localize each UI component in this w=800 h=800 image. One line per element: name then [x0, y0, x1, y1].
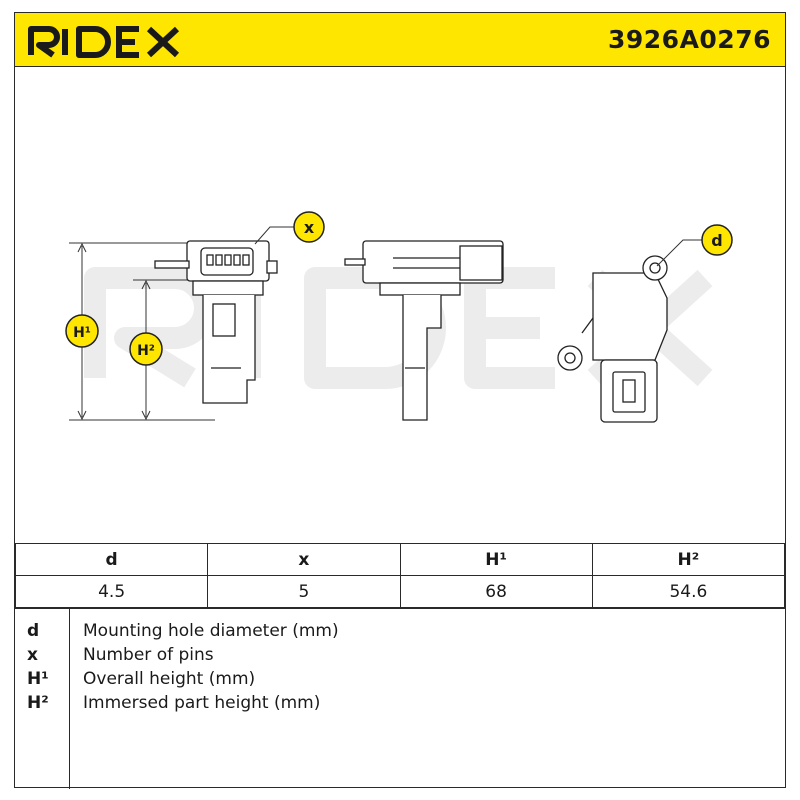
callout-d-badge — [701, 224, 733, 256]
legend-item: x Number of pins — [15, 645, 785, 669]
legend-divider — [69, 609, 70, 789]
ridex-logo — [28, 26, 180, 58]
dim-header-h2: H² — [591, 543, 786, 576]
dim-header-d: d — [14, 543, 209, 576]
sensor-front-view — [154, 240, 278, 404]
legend-section: d Mounting hole diameter (mm) x Number o… — [15, 608, 785, 789]
legend-symbol: x — [27, 645, 38, 665]
dim-header-h1: H¹ — [399, 543, 593, 576]
legend-symbol: H¹ — [27, 669, 49, 689]
datasheet-frame: 3926A0276 — [14, 12, 786, 789]
dimensions-header-row: d x H¹ H² — [14, 543, 786, 576]
header-bar: 3926A0276 — [15, 13, 785, 67]
dim-value-h2: 54.6 — [591, 575, 786, 608]
legend-description: Number of pins — [83, 645, 214, 665]
legend-item: H² Immersed part height (mm) — [15, 693, 785, 717]
callout-h2-label: H² — [137, 343, 155, 359]
dim-value-x: 5 — [207, 575, 401, 608]
legend-item: H¹ Overall height (mm) — [15, 669, 785, 693]
callout-h2-badge — [129, 332, 163, 366]
technical-drawing: x d H¹ H² — [15, 68, 785, 543]
sensor-side-view — [344, 240, 504, 421]
dimensions-value-row: 4.5 5 68 54.6 — [14, 575, 786, 608]
callout-d-label: d — [711, 231, 722, 250]
legend-item: d Mounting hole diameter (mm) — [15, 621, 785, 645]
dim-value-h1: 68 — [399, 575, 593, 608]
callout-h1-badge — [65, 314, 99, 348]
callout-x-badge — [293, 211, 325, 243]
legend-description: Immersed part height (mm) — [83, 693, 321, 713]
dimensions-table: d x H¹ H² 4.5 5 68 54.6 — [14, 543, 786, 608]
callout-x-label: x — [304, 218, 315, 237]
part-number: 3926A0276 — [607, 25, 771, 54]
dim-value-d: 4.5 — [14, 575, 209, 608]
legend-symbol: H² — [27, 693, 49, 713]
dim-header-x: x — [207, 543, 401, 576]
sensor-top-view — [557, 255, 668, 423]
callout-h1-label: H¹ — [73, 325, 91, 341]
legend-description: Overall height (mm) — [83, 669, 256, 689]
legend-description: Mounting hole diameter (mm) — [83, 621, 339, 641]
callout-leaders — [254, 226, 705, 267]
legend-symbol: d — [27, 621, 40, 641]
